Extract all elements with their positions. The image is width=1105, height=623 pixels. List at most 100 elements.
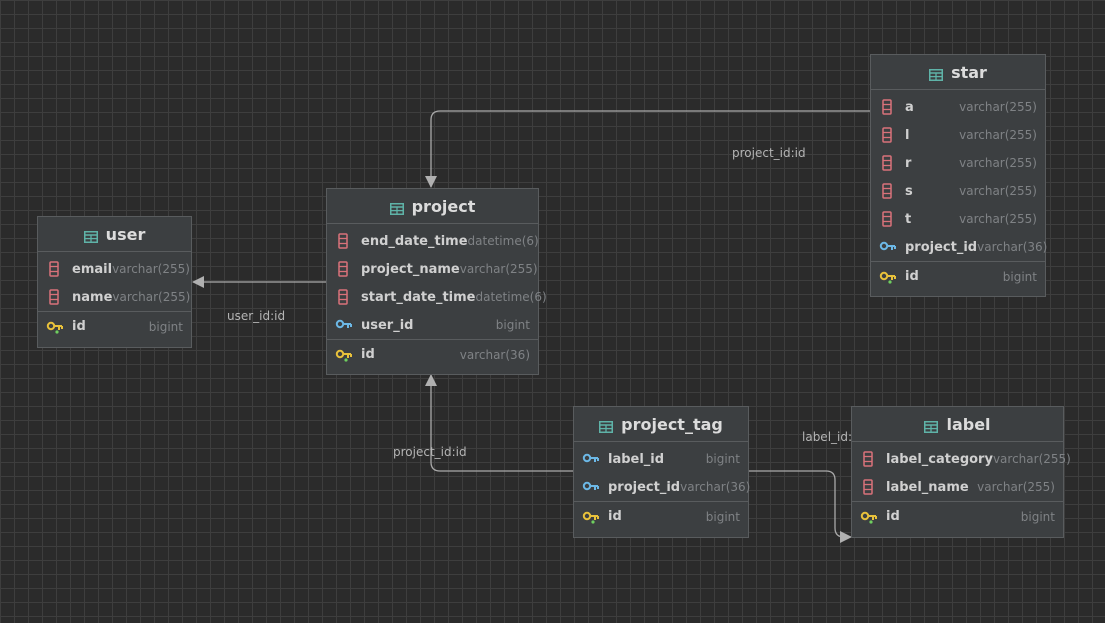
column-icon: [46, 261, 64, 277]
column-type: bigint: [1020, 509, 1055, 524]
column-name: name: [72, 289, 113, 305]
column-icon: [46, 289, 64, 305]
table-title: star: [951, 62, 987, 82]
relation-label-label: label_id:id: [802, 430, 863, 444]
table-star[interactable]: star a varchar(255) l varchar(255) r varchar(…: [870, 54, 1048, 297]
column-type: varchar(255): [112, 262, 190, 276]
column-type: datetime(6): [475, 290, 547, 304]
table-header: project_tag: [574, 407, 748, 442]
foreign-key-icon: [582, 479, 600, 495]
column-icon: [879, 155, 897, 171]
column-name: label_category: [886, 451, 993, 467]
column-row[interactable]: a varchar(255): [871, 93, 1045, 121]
column-name: label_name: [886, 479, 969, 495]
table-icon: [389, 200, 404, 215]
column-type: varchar(255): [992, 452, 1071, 466]
column-name: project_id: [905, 239, 978, 255]
column-icon: [335, 233, 353, 249]
primary-key-icon: [582, 509, 600, 525]
column-type: varchar(255): [959, 156, 1037, 170]
table-header: label: [852, 407, 1063, 442]
table-title: project_tag: [621, 414, 723, 434]
relation-label-star: project_id:id: [732, 146, 806, 160]
column-name: id: [361, 347, 375, 362]
column-type: varchar(255): [459, 262, 538, 276]
relation-label-user: user_id:id: [227, 309, 286, 323]
primary-key-row[interactable]: id bigint: [852, 501, 1063, 531]
column-type: varchar(36): [459, 347, 530, 362]
column-name: project_name: [361, 261, 460, 277]
column-list: a varchar(255) l varchar(255) r varchar(255) s…: [871, 90, 1048, 291]
column-type: varchar(255): [959, 128, 1037, 142]
column-name: a: [905, 99, 914, 115]
column-row[interactable]: label_name varchar(255): [852, 473, 1063, 501]
table-icon: [83, 228, 98, 243]
relation-line-project-tag-project[interactable]: [425, 374, 573, 472]
column-type: varchar(255): [959, 100, 1037, 114]
relation-label-project-tag: project_id:id: [393, 445, 467, 459]
foreign-key-icon: [335, 317, 353, 333]
column-icon: [335, 289, 353, 305]
column-type: bigint: [148, 319, 183, 334]
column-type: bigint: [495, 318, 530, 332]
column-type: varchar(36): [977, 240, 1048, 254]
column-name: end_date_time: [361, 233, 468, 249]
column-name: email: [72, 261, 113, 277]
table-icon: [929, 66, 944, 81]
column-name: l: [905, 127, 910, 143]
column-type: bigint: [705, 452, 740, 466]
column-type: varchar(255): [112, 290, 191, 304]
column-name: id: [886, 509, 900, 524]
foreign-key-icon: [879, 239, 897, 255]
column-name: t: [905, 211, 912, 227]
primary-key-icon: [879, 269, 897, 285]
column-row[interactable]: r varchar(255): [871, 149, 1045, 177]
column-icon: [879, 99, 897, 115]
table-header: user: [38, 217, 191, 252]
column-type: datetime(6): [467, 234, 539, 248]
column-row[interactable]: l varchar(255): [871, 121, 1045, 149]
column-type: varchar(255): [959, 212, 1037, 226]
column-row[interactable]: user_id bigint: [327, 311, 538, 339]
foreign-key-icon: [582, 451, 600, 467]
column-type: varchar(36): [680, 480, 751, 494]
table-title: label: [946, 414, 991, 434]
table-title: project: [411, 196, 476, 216]
primary-key-row[interactable]: id varchar(36): [327, 339, 538, 369]
relation-line-star-project[interactable]: [425, 110, 870, 188]
column-type: bigint: [1002, 269, 1037, 284]
table-header: star: [871, 55, 1045, 90]
column-name: s: [905, 183, 913, 199]
relation-line-project-tag-label[interactable]: [748, 470, 852, 543]
column-name: user_id: [361, 317, 414, 333]
column-row[interactable]: t varchar(255): [871, 205, 1045, 233]
column-name: id: [608, 509, 622, 524]
primary-key-icon: [860, 509, 878, 525]
table-title: user: [105, 224, 146, 244]
column-type: varchar(255): [977, 480, 1055, 494]
column-name: r: [905, 155, 912, 171]
column-icon: [860, 479, 878, 495]
column-name: project_id: [608, 479, 681, 495]
